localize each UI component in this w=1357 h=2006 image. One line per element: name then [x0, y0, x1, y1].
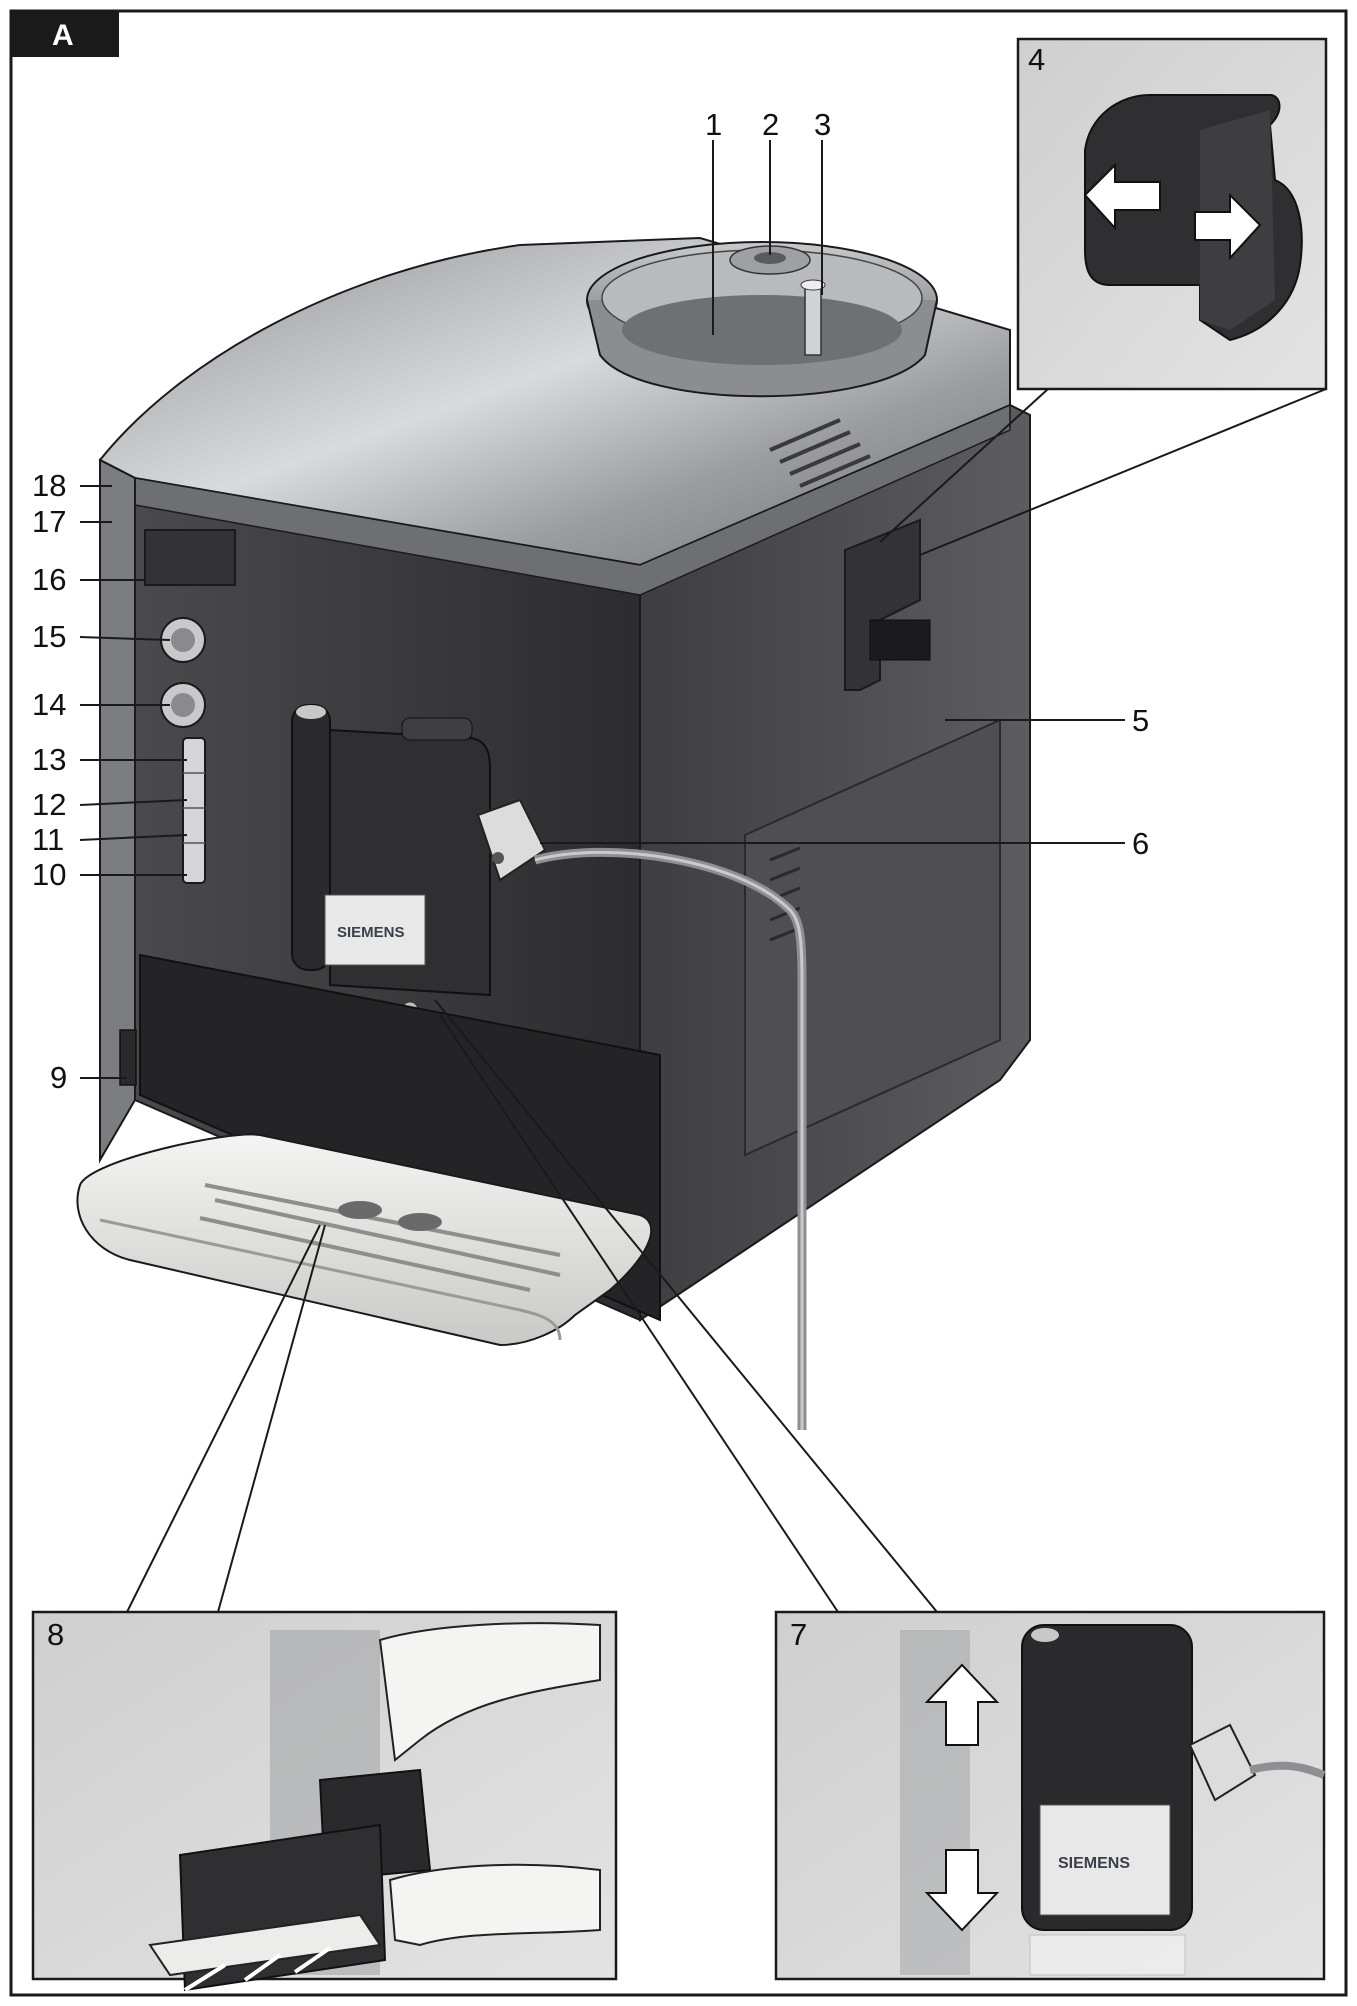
- callout-labels: 1 2 3 5 6 9 10 11 12 13 14 15 16 17 18: [32, 107, 1149, 1095]
- callout-2: 2: [762, 107, 779, 142]
- callout-9: 9: [50, 1060, 67, 1095]
- callout-1: 1: [705, 107, 722, 142]
- callout-5: 5: [1132, 703, 1149, 738]
- panel-label: 4: [1028, 42, 1045, 77]
- bean-container: [586, 241, 938, 398]
- water-tank-cover: [744, 718, 1001, 1157]
- callout-6: 6: [1132, 826, 1149, 861]
- callout-12: 12: [32, 787, 66, 822]
- callout-13: 13: [32, 742, 66, 777]
- button-strip: [182, 737, 206, 884]
- callout-17: 17: [32, 504, 66, 539]
- outlet-logo-text: SIEMENS: [337, 924, 405, 941]
- corner-tag-text: A: [52, 19, 74, 52]
- callout-10: 10: [32, 857, 66, 892]
- arrow-left-icon: [1083, 162, 1161, 231]
- arrow-down-icon: [924, 1849, 1000, 1932]
- leader-lines: [79, 140, 1125, 1079]
- callout-16: 16: [32, 562, 66, 597]
- callout-11: 11: [32, 822, 64, 857]
- grind-setting-lever: [804, 284, 822, 356]
- drip-tray: [76, 1133, 653, 1347]
- power-switch: [119, 1029, 137, 1086]
- arrow-right-icon: [1194, 192, 1262, 261]
- callout-15: 15: [32, 619, 66, 654]
- callout-14: 14: [32, 687, 66, 722]
- panel-label: 8: [47, 1617, 64, 1652]
- detail-panel-4: 4: [1016, 37, 1328, 391]
- display: [144, 529, 236, 586]
- milk-frother: [476, 798, 807, 1430]
- corner-tag: A: [11, 11, 119, 57]
- strength-knob: [160, 617, 206, 663]
- callout-3: 3: [814, 107, 831, 142]
- arrow-up-icon: [924, 1663, 1000, 1746]
- detail-panel-8: 8: [31, 1610, 618, 1992]
- panel-logo-text: SIEMENS: [1058, 1855, 1130, 1872]
- outlet-logo-plate: [324, 894, 426, 966]
- panel-label: 7: [790, 1617, 807, 1652]
- left-column: [99, 458, 136, 1164]
- callout-18: 18: [32, 468, 66, 503]
- coffee-machine: SIEMENS: [76, 236, 1031, 1430]
- service-door: [844, 518, 931, 691]
- detail-panel-7: SIEMENS 7: [774, 1610, 1326, 1981]
